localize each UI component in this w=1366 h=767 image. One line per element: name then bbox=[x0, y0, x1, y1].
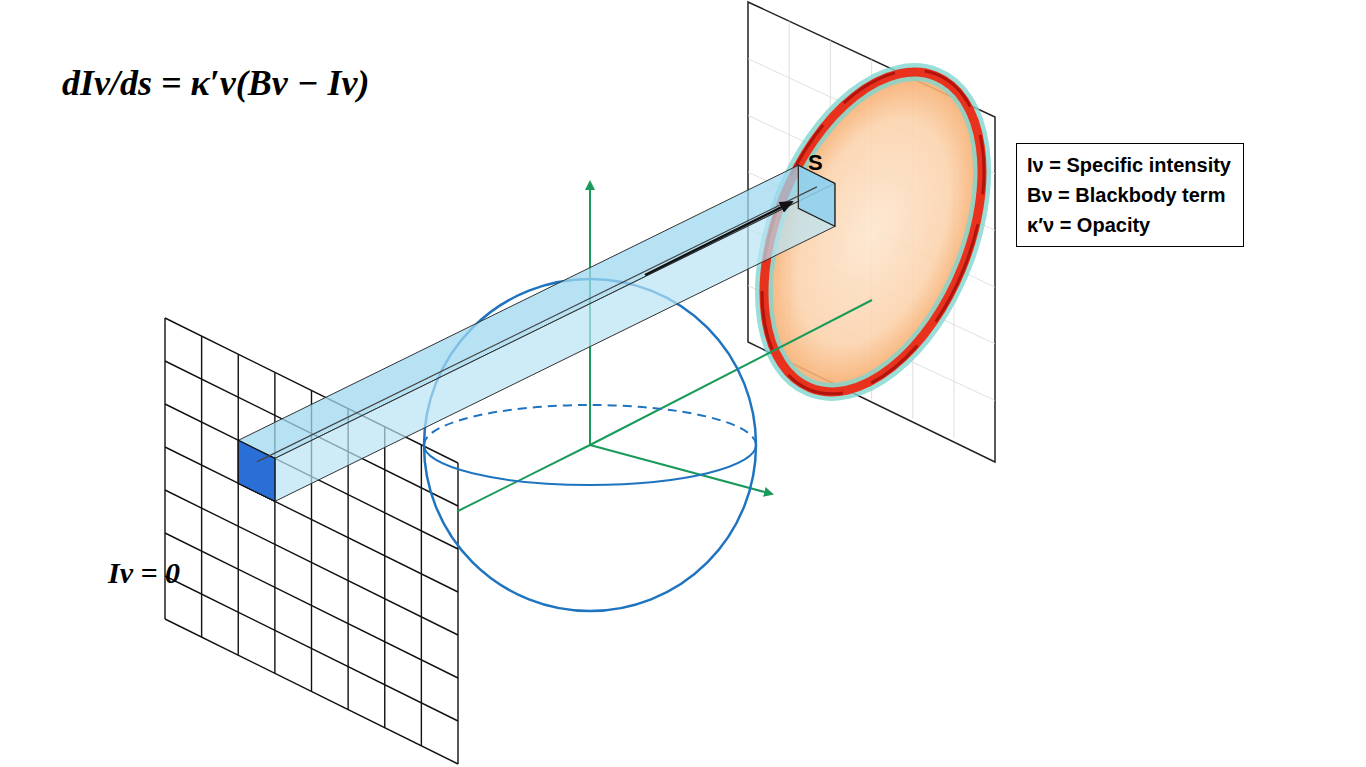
ray-direction-arrow bbox=[645, 202, 792, 275]
legend-box: Iν = Specific intensityBν = Blackbody te… bbox=[1016, 143, 1244, 247]
grid-line bbox=[384, 427, 385, 728]
beam-centre-line bbox=[257, 187, 817, 462]
grid-line bbox=[457, 463, 458, 764]
grid-line bbox=[165, 576, 458, 721]
transfer-equation: dIν/ds = κ′ν(Bν − Iν) bbox=[62, 62, 369, 104]
legend-entry: Iν = Specific intensity bbox=[1027, 150, 1233, 180]
grid-line bbox=[165, 490, 458, 635]
grid-line bbox=[421, 445, 422, 746]
legend-entry: κ′ν = Opacity bbox=[1027, 210, 1233, 240]
beam-start-pixel bbox=[238, 440, 275, 501]
path-label: S bbox=[808, 150, 823, 176]
beam-side-face bbox=[275, 183, 835, 501]
grid-line bbox=[238, 354, 239, 655]
grid-line bbox=[165, 619, 458, 764]
boundary-condition: Iν = 0 bbox=[108, 556, 180, 590]
grid-line bbox=[165, 533, 458, 678]
grid-line bbox=[274, 372, 275, 673]
ray-beam bbox=[238, 165, 835, 501]
legend-entry: Bν = Blackbody term bbox=[1027, 180, 1233, 210]
grid-line bbox=[201, 336, 202, 637]
beam-top-face bbox=[238, 165, 835, 458]
